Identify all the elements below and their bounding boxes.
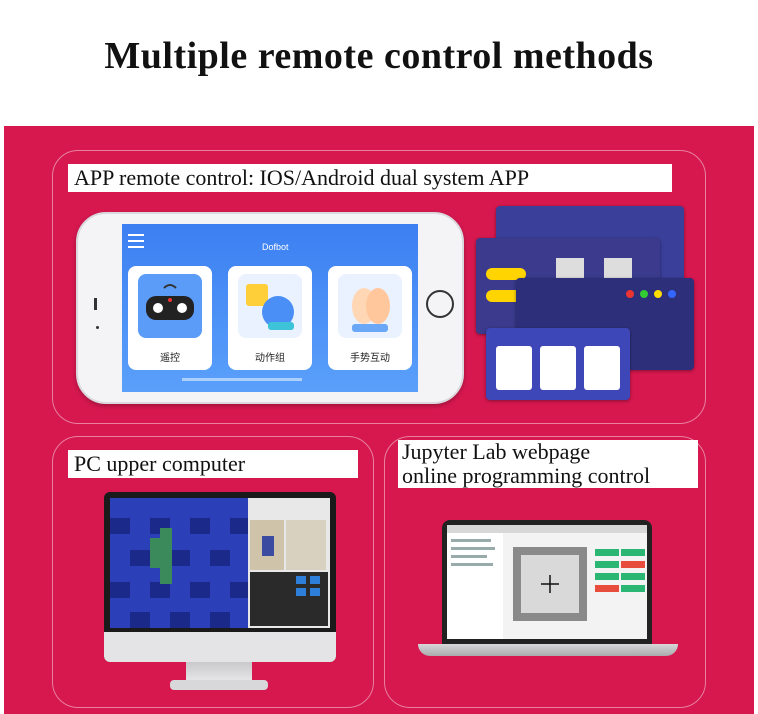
card-caption: 遥控 xyxy=(160,353,180,364)
app-screen: Dofbot 遥控 动作组 手势互动 xyxy=(122,224,418,392)
jupyter-panel-label: Jupyter Lab webpage online programming c… xyxy=(398,440,698,488)
monitor-stand xyxy=(186,662,252,682)
page-title: Multiple remote control methods xyxy=(104,35,654,77)
home-button[interactable] xyxy=(426,290,454,318)
monitor-base xyxy=(170,680,268,690)
jupyter-panel xyxy=(384,436,706,708)
jupyter-screen xyxy=(447,525,647,639)
laptop xyxy=(442,520,652,644)
phone-mockup: Dofbot 遥控 动作组 手势互动 xyxy=(76,212,464,404)
menu-icon[interactable] xyxy=(128,234,144,248)
app-panel xyxy=(52,150,706,424)
gesture-icon xyxy=(338,274,402,338)
card-gesture[interactable]: 手势互动 xyxy=(328,266,412,370)
jupyter-label-line2: online programming control xyxy=(402,463,651,488)
gamepad-icon xyxy=(138,274,202,338)
card-action-group[interactable]: 动作组 xyxy=(228,266,312,370)
card-caption: 动作组 xyxy=(255,353,285,364)
jupyter-label-line1: Jupyter Lab webpage xyxy=(402,439,591,464)
card-caption: 手势互动 xyxy=(350,353,390,364)
app-screenshot-menu xyxy=(486,328,630,400)
card-remote[interactable]: 遥控 xyxy=(128,266,212,370)
app-title: Dofbot xyxy=(262,242,289,252)
pc-software-screen xyxy=(110,498,330,628)
monitor-chin xyxy=(104,632,336,662)
laptop-base xyxy=(418,644,678,656)
monitor xyxy=(104,492,336,662)
app-panel-label: APP remote control: IOS/Android dual sys… xyxy=(68,164,672,192)
pc-panel-label: PC upper computer xyxy=(68,450,358,478)
action-group-icon xyxy=(238,274,302,338)
pc-panel xyxy=(52,436,374,708)
